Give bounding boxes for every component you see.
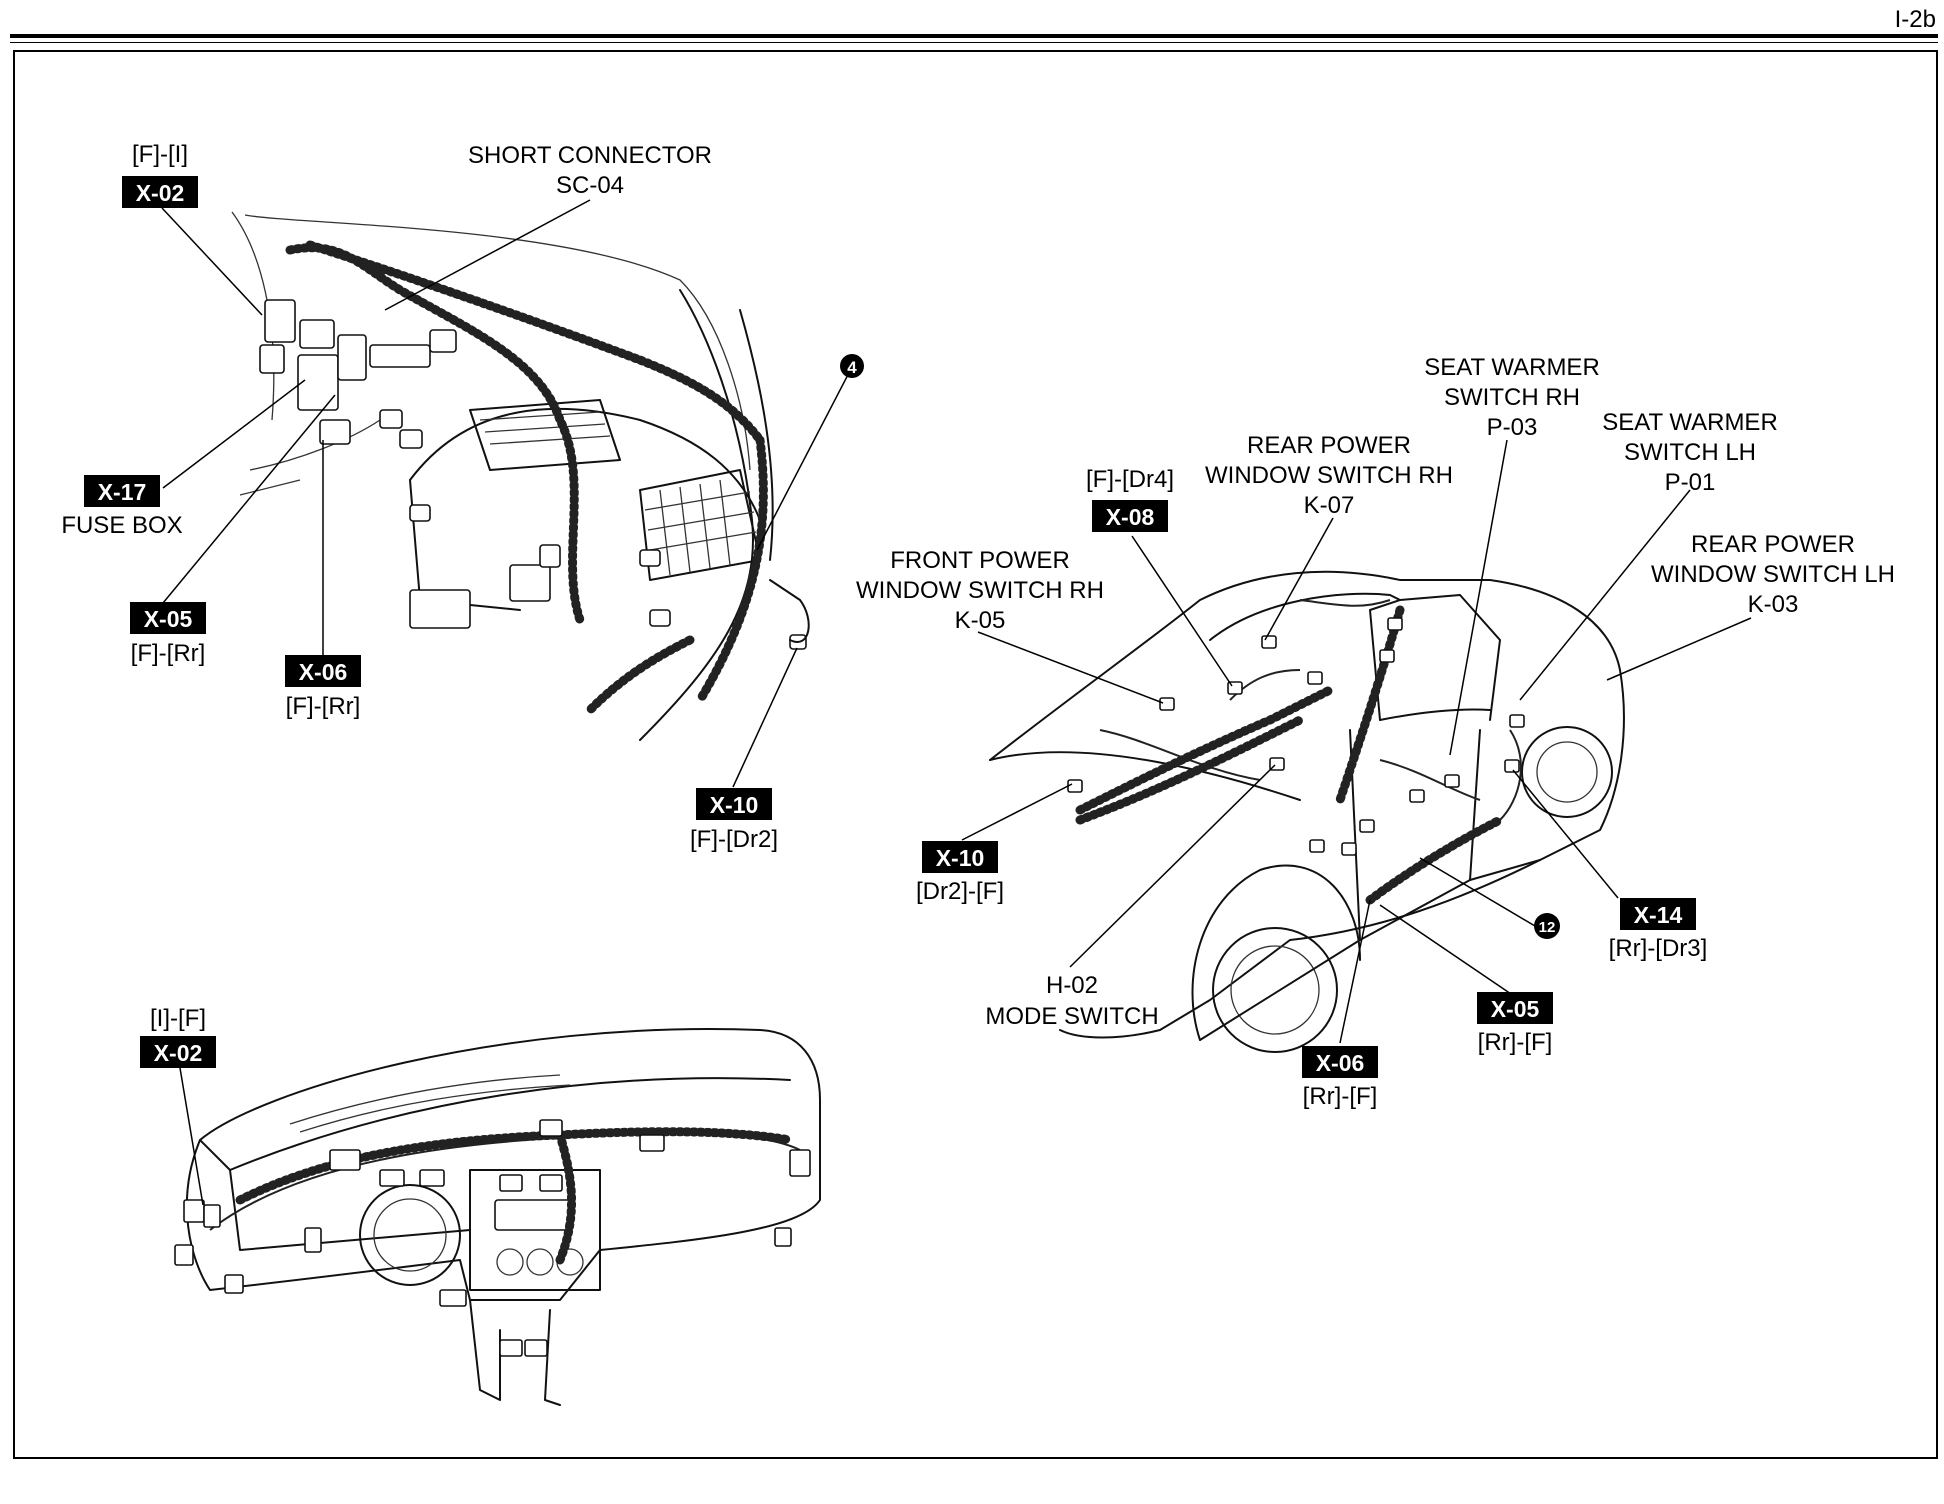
mode-switch-label: MODE SWITCH bbox=[985, 1003, 1158, 1030]
x08-tag-box bbox=[1092, 500, 1168, 532]
dashboard-labels: [I]-[F] X-02 bbox=[140, 1005, 216, 1068]
x06-front-tag: X-06 bbox=[299, 659, 348, 685]
x05-front-ref: [F]-[Rr] bbox=[131, 640, 206, 667]
front-harness-leaders bbox=[161, 199, 853, 788]
x02-dash-tag: X-02 bbox=[154, 1040, 203, 1066]
x14-ref: [Rr]-[Dr3] bbox=[1609, 935, 1708, 962]
front-window-rh-line1: FRONT POWER bbox=[890, 547, 1070, 574]
seat-warmer-lh-line1: SEAT WARMER bbox=[1602, 409, 1778, 436]
x14-tag-box bbox=[1620, 898, 1696, 930]
diagram-frame bbox=[13, 50, 1938, 1459]
seat-warmer-rh-line2: SWITCH RH bbox=[1444, 384, 1580, 411]
vehicle-leaders bbox=[961, 439, 1752, 1044]
x02-dash-tag-box bbox=[140, 1036, 216, 1068]
x06-front-tag-box bbox=[285, 655, 361, 687]
seat-warmer-lh-line2: SWITCH LH bbox=[1624, 439, 1756, 466]
front-harness-labels: [F]-[I] X-02 SHORT CONNECTOR SC-04 X-17 … bbox=[61, 141, 864, 853]
x02-dash-ref: [I]-[F] bbox=[150, 1005, 206, 1032]
x02-front-tag: X-02 bbox=[136, 180, 185, 206]
x08-ref: [F]-[Dr4] bbox=[1086, 466, 1174, 493]
rear-window-rh-line1: REAR POWER bbox=[1247, 432, 1411, 459]
x05-front-tag: X-05 bbox=[144, 606, 193, 632]
rear-window-lh-code: K-03 bbox=[1748, 591, 1799, 618]
x14-tag: X-14 bbox=[1634, 902, 1683, 928]
x06-vehicle-ref: [Rr]-[F] bbox=[1303, 1083, 1378, 1110]
x05-vehicle-ref: [Rr]-[F] bbox=[1478, 1029, 1553, 1056]
x10-front-tag-box bbox=[696, 788, 772, 820]
x10-front-ref: [F]-[Dr2] bbox=[690, 826, 778, 853]
front-window-rh-line2: WINDOW SWITCH RH bbox=[856, 577, 1104, 604]
short-connector-code: SC-04 bbox=[556, 172, 624, 199]
header-rule-thin bbox=[10, 42, 1938, 43]
x06-front-ref: [F]-[Rr] bbox=[286, 693, 361, 720]
ground-point-4 bbox=[840, 354, 864, 378]
x10-vehicle-ref: [Dr2]-[F] bbox=[916, 878, 1004, 905]
dashboard-illustration bbox=[174, 1028, 821, 1406]
page-reference: I-2b bbox=[1894, 6, 1936, 33]
x06-vehicle-tag: X-06 bbox=[1316, 1050, 1365, 1076]
x02-front-tag-box bbox=[122, 176, 198, 208]
vehicle-labels: SEAT WARMER SWITCH RH P-03 SEAT WARMER S… bbox=[856, 354, 1895, 1110]
front-window-rh-code: K-05 bbox=[955, 607, 1006, 634]
x05-vehicle-tag: X-05 bbox=[1491, 996, 1540, 1022]
seat-warmer-rh-code: P-03 bbox=[1487, 414, 1538, 441]
x10-vehicle-tag-box bbox=[922, 841, 998, 873]
seat-warmer-lh-code: P-01 bbox=[1665, 469, 1716, 496]
x10-front-tag: X-10 bbox=[710, 792, 759, 818]
x06-vehicle-tag-box bbox=[1302, 1046, 1378, 1078]
fuse-box-label: FUSE BOX bbox=[61, 512, 182, 539]
short-connector-title: SHORT CONNECTOR bbox=[468, 142, 712, 169]
x17-tag-box bbox=[84, 475, 160, 507]
rear-window-lh-line1: REAR POWER bbox=[1691, 531, 1855, 558]
mode-switch-code: H-02 bbox=[1046, 972, 1098, 999]
header-rule bbox=[10, 34, 1938, 38]
x05-vehicle-tag-box bbox=[1477, 992, 1553, 1024]
rear-window-rh-code: K-07 bbox=[1304, 492, 1355, 519]
vehicle-illustration bbox=[989, 570, 1625, 1053]
ground-point-12 bbox=[1534, 913, 1560, 939]
x05-front-tag-box bbox=[130, 602, 206, 634]
seat-warmer-rh-line1: SEAT WARMER bbox=[1424, 354, 1600, 381]
ground-point-12-number: 12 bbox=[1539, 919, 1556, 936]
x08-tag: X-08 bbox=[1106, 504, 1155, 530]
ground-point-4-number: 4 bbox=[847, 358, 857, 377]
x02-front-ref: [F]-[I] bbox=[132, 141, 188, 168]
rear-window-rh-line2: WINDOW SWITCH RH bbox=[1205, 462, 1453, 489]
front-harness-illustration bbox=[231, 211, 810, 741]
rear-window-lh-line2: WINDOW SWITCH LH bbox=[1651, 561, 1895, 588]
x17-tag: X-17 bbox=[98, 479, 147, 505]
x10-vehicle-tag: X-10 bbox=[936, 845, 985, 871]
